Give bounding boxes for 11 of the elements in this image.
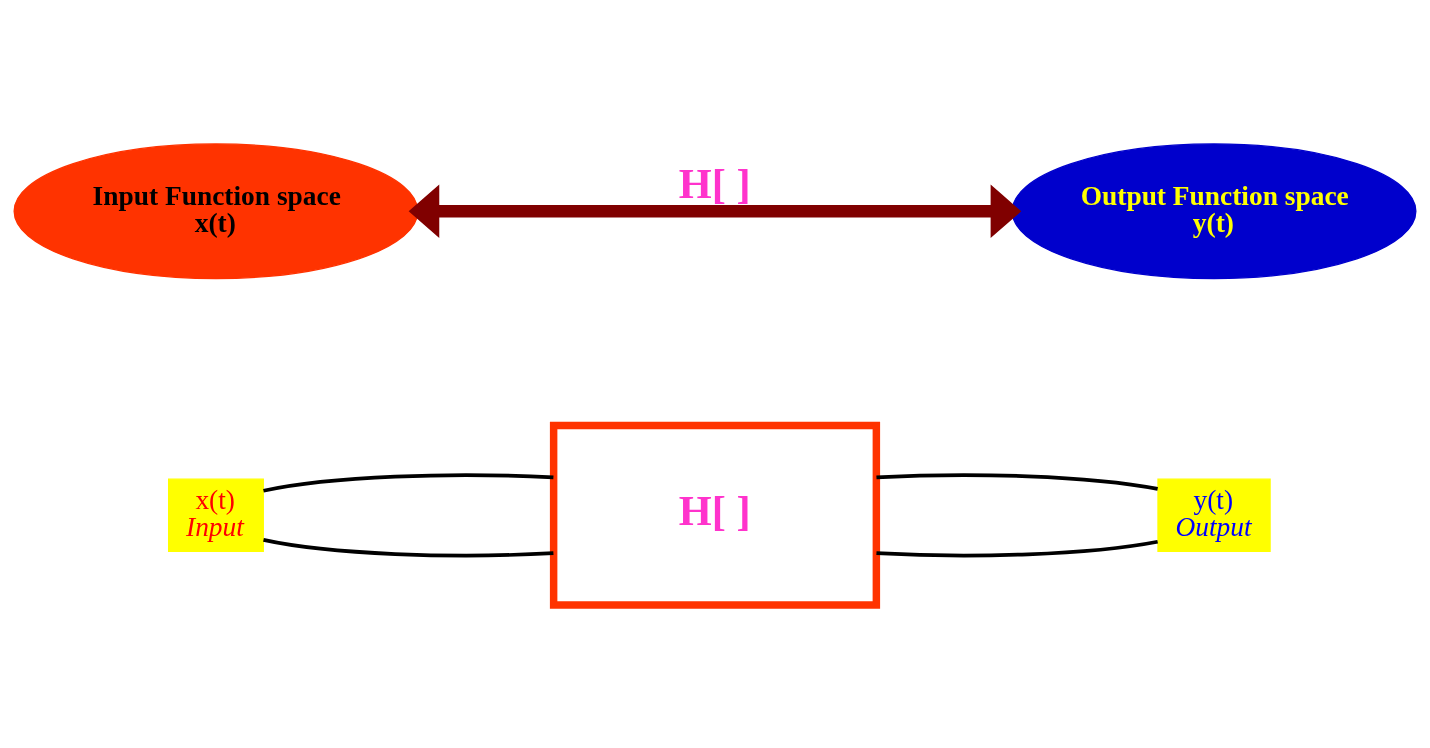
connector <box>263 472 554 493</box>
arrow <box>408 183 1022 238</box>
node-ellipse: Input Function space x(t) <box>13 142 419 279</box>
connector <box>263 537 554 557</box>
edge-label: H[ ] <box>678 159 751 207</box>
node-ellipse: Output Function space y(t) <box>1011 142 1417 279</box>
connector <box>876 472 1158 491</box>
connector <box>876 539 1158 557</box>
node-box: y(t) Output <box>1157 478 1271 552</box>
node-box: H[ ] <box>549 421 881 609</box>
node-box: x(t) Input <box>168 478 264 552</box>
